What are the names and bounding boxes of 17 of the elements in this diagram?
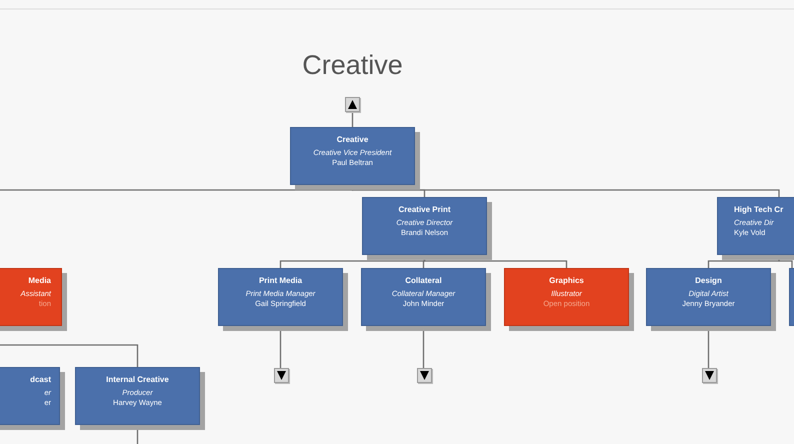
unit-name: Creative <box>336 134 368 145</box>
expand-button <box>417 368 432 383</box>
unit-name: Internal Creative <box>106 374 169 385</box>
expand-button <box>274 368 289 383</box>
unit-name: Creative Print <box>398 204 451 215</box>
expand-button <box>702 368 717 383</box>
connector-line <box>0 344 138 367</box>
unit-name: Media <box>28 275 51 286</box>
chart-title: Creative <box>301 50 404 81</box>
unit-name: Print Media <box>258 275 302 286</box>
unit-name: dcast <box>30 374 51 385</box>
collapse-button <box>345 97 360 112</box>
unit-name: Graphics <box>549 275 584 286</box>
connector-line <box>352 112 354 127</box>
unit-name: High Tech Cr <box>734 204 784 215</box>
unit-name: Design <box>695 275 722 286</box>
unit-name: Collateral <box>405 275 442 286</box>
